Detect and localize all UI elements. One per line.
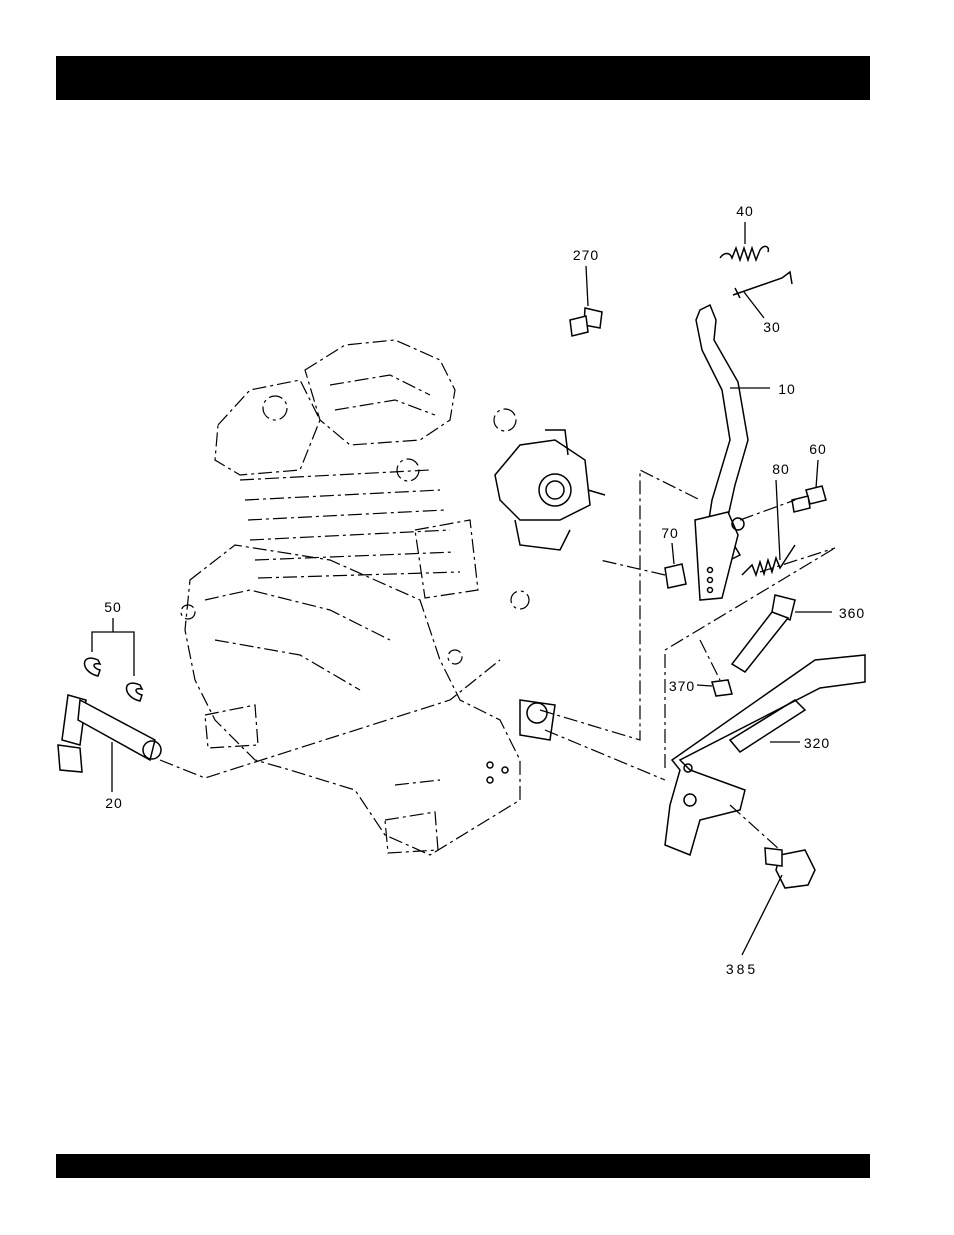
part-385-bolt: [765, 848, 815, 888]
callout-60: 60: [809, 441, 827, 457]
callout-30: 30: [763, 319, 781, 335]
callout-20: 20: [105, 795, 123, 811]
callout-385: 385: [726, 961, 758, 977]
callout-50: 50: [104, 599, 122, 615]
part-20-governor-shaft: [58, 695, 161, 772]
part-70-nut: [665, 564, 686, 588]
part-10-governor-lever: [695, 305, 748, 600]
part-360-bolt: [732, 595, 795, 672]
part-270-bolt: [570, 308, 602, 336]
part-80-spring: [742, 545, 795, 575]
part-370-nut: [712, 680, 732, 696]
part-60-bolt: [792, 486, 826, 512]
part-30-rod: [733, 272, 792, 298]
callout-80: 80: [772, 461, 790, 477]
callout-270: 270: [573, 247, 599, 263]
callout-360: 360: [839, 605, 865, 621]
callout-40: 40: [736, 203, 754, 219]
callout-70: 70: [661, 525, 679, 541]
engine-assembly: [181, 340, 605, 855]
part-40-spring: [720, 246, 768, 260]
callout-370: 370: [669, 678, 695, 694]
callout-10: 10: [778, 381, 796, 397]
callout-320: 320: [804, 735, 830, 751]
